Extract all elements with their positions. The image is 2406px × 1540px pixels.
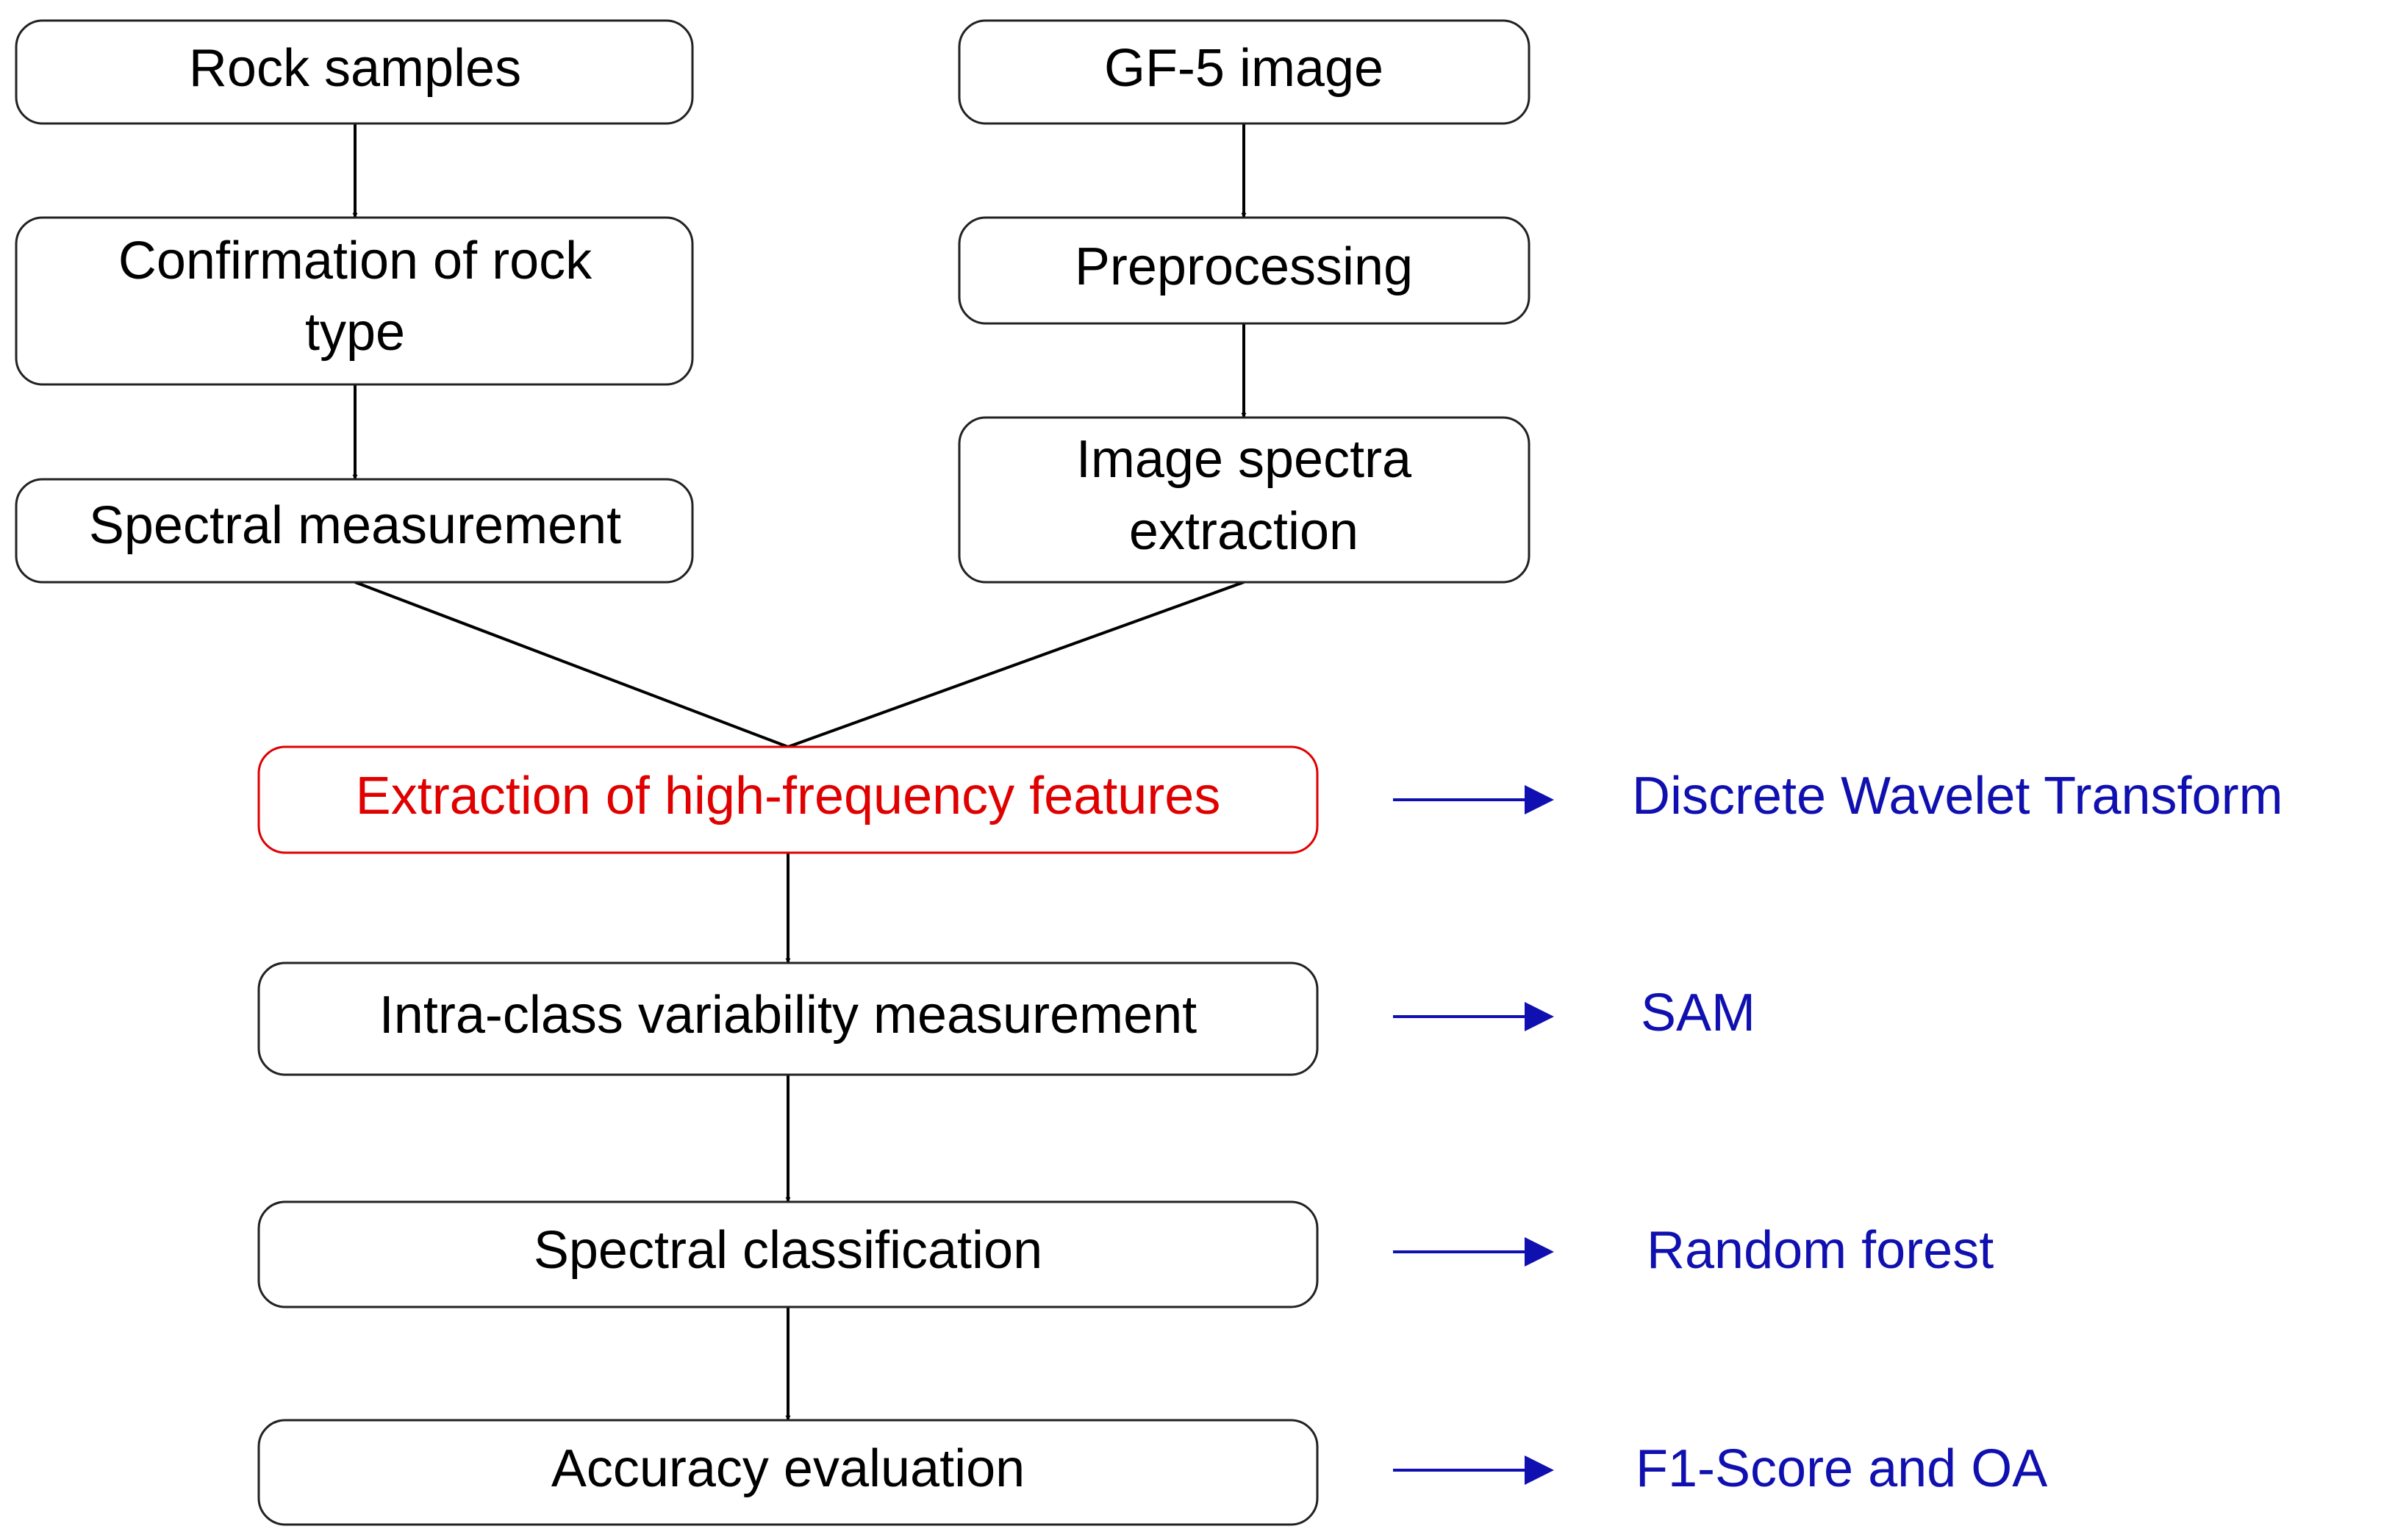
node-spectral-classification-label: Spectral classification [534,1221,1042,1280]
node-accuracy-evaluation-label: Accuracy evaluation [551,1439,1025,1498]
node-high-frequency-extraction: Extraction of high-frequency features [257,745,1319,854]
node-accuracy-evaluation: Accuracy evaluation [257,1419,1319,1526]
edges [352,123,1247,1421]
node-spectral-classification: Spectral classification [257,1200,1319,1308]
node-image-spectra-label-line-2: extraction [1129,502,1358,561]
node-gf5-image-label: GF-5 image [1104,39,1383,98]
node-image-spectra-extraction: Image spectra extraction [958,416,1530,584]
method-label-f1: F1-Score and OA [1636,1439,2047,1498]
node-preprocessing: Preprocessing [958,216,1530,325]
node-confirmation-of-rock-type: Confirmation of rock type [15,216,694,386]
node-image-spectra-label-line-1: Image spectra [1076,430,1412,489]
node-intra-class-label: Intra-class variability measurement [379,986,1197,1045]
edge-image-spectra-to-merge [787,581,1245,748]
node-confirmation-label-line-2: type [305,303,405,362]
method-label-dwt: Discrete Wavelet Transform [1632,767,2283,825]
node-preprocessing-label: Preprocessing [1075,237,1413,296]
method-annotations: Discrete Wavelet Transform SAM Random fo… [1393,767,2283,1498]
node-rock-samples: Rock samples [15,19,694,125]
edge-spectral-measurement-to-merge [354,581,789,748]
method-label-rf: Random forest [1647,1221,1994,1280]
node-spectral-measurement-label: Spectral measurement [89,496,621,555]
node-spectral-measurement: Spectral measurement [15,478,694,584]
node-confirmation-label-line-1: Confirmation of rock [118,232,592,290]
node-high-frequency-label: Extraction of high-frequency features [356,767,1221,825]
method-label-sam: SAM [1641,984,1755,1042]
node-gf5-image: GF-5 image [958,19,1530,125]
node-rock-samples-label: Rock samples [189,39,521,98]
node-intra-class-variability: Intra-class variability measurement [257,961,1319,1076]
